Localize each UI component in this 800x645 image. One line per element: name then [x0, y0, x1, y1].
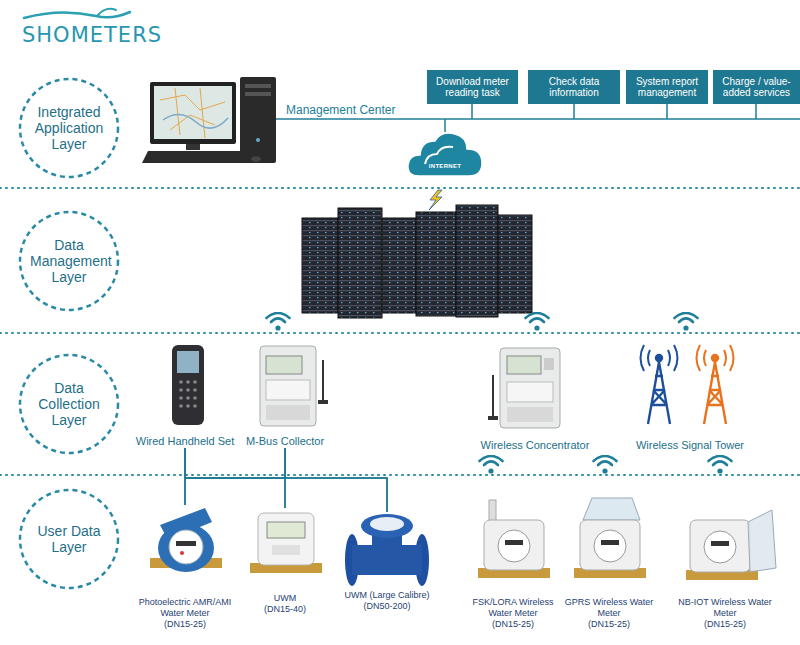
node-text: NB-IOT Wireless Water Meter: [672, 597, 778, 619]
function-box: Download meter reading task: [427, 70, 518, 104]
tower-illustration: [641, 345, 734, 424]
bus-wire: [185, 448, 285, 508]
layer-name: Inetgrated Application Layer: [30, 104, 108, 152]
bus-wire: [185, 448, 387, 512]
water-meter: UWM(DN15-40): [240, 508, 330, 615]
meter-illustration: [150, 498, 776, 586]
computer-illustration: [142, 77, 276, 163]
internet-cloud: INTERNET: [405, 126, 485, 180]
node-text: Wireless Signal Tower: [636, 439, 744, 452]
cloud-highlight: [425, 147, 453, 164]
server-racks: [302, 205, 532, 318]
lightning-symbol: [429, 190, 442, 210]
logo-swoosh: [24, 12, 130, 18]
cloud-outline: [408, 133, 482, 176]
node-text: Download meter reading task: [431, 76, 514, 98]
node-text: M-Bus Collector: [246, 435, 324, 448]
dashed-circle-outline: [20, 79, 118, 177]
dashed-circle-outline: [20, 212, 118, 310]
management-wire: [245, 104, 800, 132]
size-text: (DN15-25): [164, 619, 206, 630]
layer-circle: Inetgrated Application Layer: [18, 77, 120, 179]
bus-wire: [285, 448, 387, 512]
layer-name: Data Management Layer: [30, 237, 108, 285]
layer-name: Data Collection Layer: [30, 380, 108, 428]
node-text: FSK/LORA Wireless Water Meter: [463, 597, 563, 619]
node-text: GPRS Wireless Water Meter: [559, 597, 659, 619]
size-text: (DN15-25): [492, 619, 534, 630]
concentrator-illustration: [488, 348, 560, 428]
node-text: Photoelectric AMR/AMI Water Meter: [135, 597, 235, 619]
layer-circle: Data Management Layer: [18, 210, 120, 312]
line-label: Management Center: [286, 103, 395, 117]
collection-device: Wireless Signal Tower: [615, 335, 765, 452]
collection-device: Wired Handheld Set: [130, 340, 240, 448]
function-box: Check data information: [528, 70, 620, 104]
node-text: Charge / value-added services: [717, 76, 796, 98]
size-text: (DN15-25): [588, 619, 630, 630]
layer-circle: User Data Layer: [18, 488, 120, 590]
node-text: INTERNET: [429, 163, 461, 170]
water-meter: UWM (Large Calibre)(DN50-200): [337, 512, 437, 612]
water-meter: NB-IOT Wireless Water Meter(DN15-25): [672, 505, 778, 630]
collection-device: Wireless Concentrator: [460, 340, 610, 452]
node-text: System report management: [630, 76, 704, 98]
node-text: Wireless Concentrator: [481, 439, 590, 452]
node-text: Check data information: [532, 76, 616, 98]
water-meter: Photoelectric AMR/AMI Water Meter(DN15-2…: [135, 505, 235, 630]
collection-device: M-Bus Collector: [235, 340, 335, 448]
water-meter: GPRS Wireless Water Meter(DN15-25): [559, 498, 659, 630]
bus-wire: [284, 448, 286, 508]
bus-wire: [185, 448, 285, 505]
function-box: System report management: [626, 70, 708, 104]
handheld-illustration: [172, 345, 204, 425]
water-meter: FSK/LORA Wireless Water Meter(DN15-25): [463, 498, 563, 630]
layer-circle: Data Collection Layer: [18, 353, 120, 455]
cloud-shape: [405, 126, 485, 180]
node-text: UWM (Large Calibre): [344, 590, 429, 601]
dashed-circle-outline: [20, 355, 118, 453]
node-text: UWM: [274, 593, 297, 604]
size-text: (DN15-40): [264, 604, 306, 615]
layer-separator: [0, 188, 800, 475]
bus-wire: [184, 448, 186, 505]
function-box: Charge / value-added services: [713, 70, 800, 104]
size-text: (DN50-200): [363, 601, 410, 612]
layer-name: User Data Layer: [30, 523, 108, 555]
node-text: Wired Handheld Set: [136, 435, 234, 448]
logo-text: SHOMETERS: [22, 23, 162, 47]
dashed-circle-outline: [20, 490, 118, 588]
size-text: (DN15-25): [704, 619, 746, 630]
collector-illustration: [260, 346, 328, 426]
